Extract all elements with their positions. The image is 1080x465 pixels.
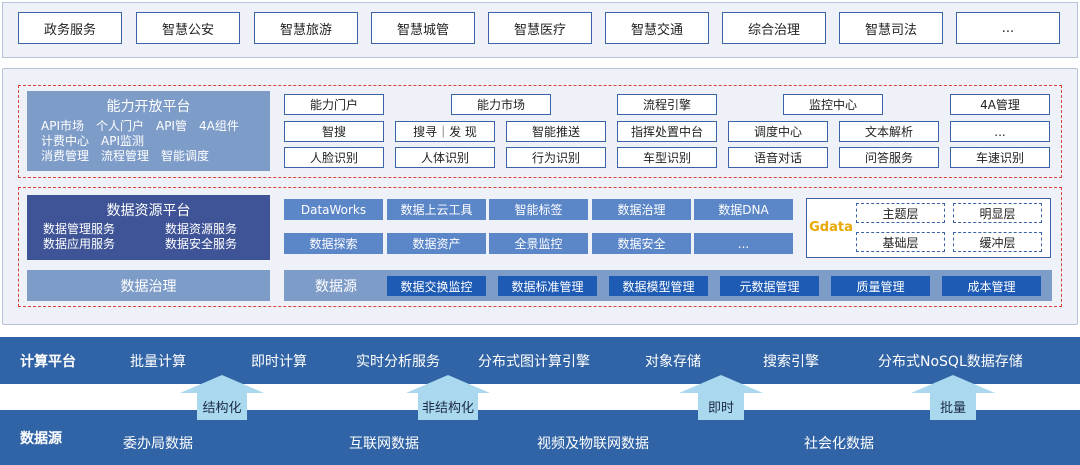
capability-line: 消费管理 流程管理 智能调度 bbox=[41, 149, 210, 163]
capability-cell[interactable]: 智能推送 bbox=[506, 121, 606, 142]
data-tool[interactable]: 数据探索 bbox=[284, 233, 383, 254]
capability-line: 计费中心 API监测 bbox=[41, 134, 144, 148]
capability-cell[interactable]: 行为识别 bbox=[506, 147, 606, 168]
capability-cell[interactable]: 车速识别 bbox=[950, 147, 1050, 168]
source-band bbox=[0, 410, 1080, 465]
capability-cell[interactable]: 监控中心 bbox=[783, 94, 883, 115]
data-resource-panel: 数据资源平台 数据管理服务 数据资源服务 数据应用服务 数据安全服务 bbox=[27, 195, 270, 260]
data-service: 数据资源服务 bbox=[165, 222, 238, 236]
data-tool[interactable]: 数据DNA bbox=[694, 199, 793, 220]
compute-item: 对象存储 bbox=[645, 354, 701, 370]
app-item[interactable]: 政务服务 bbox=[18, 12, 122, 44]
data-tool[interactable]: 数据治理 bbox=[592, 199, 691, 220]
compute-item: 搜索引擎 bbox=[763, 354, 819, 370]
compute-item: 实时分析服务 bbox=[356, 354, 440, 370]
gdata-layer[interactable]: 基础层 bbox=[856, 232, 945, 252]
governance-item[interactable]: 成本管理 bbox=[942, 276, 1041, 296]
arrow-up-icon bbox=[406, 375, 490, 393]
arrow-label: 即时 bbox=[698, 392, 744, 420]
arrow-up-icon bbox=[679, 375, 763, 393]
data-resource-title: 数据资源平台 bbox=[106, 203, 191, 219]
data-tool[interactable]: 数据上云工具 bbox=[387, 199, 486, 220]
app-item[interactable]: 智慧公安 bbox=[136, 12, 240, 44]
capability-cell[interactable]: 车型识别 bbox=[617, 147, 717, 168]
data-service: 数据应用服务 bbox=[43, 237, 116, 251]
data-tool[interactable]: 智能标签 bbox=[489, 199, 588, 220]
compute-item: 分布式NoSQL数据存储 bbox=[878, 354, 1023, 370]
governance-item[interactable]: 数据交换监控 bbox=[387, 276, 486, 296]
capability-cell[interactable]: 流程引擎 bbox=[617, 94, 717, 115]
source-item: 社会化数据 bbox=[804, 436, 874, 452]
capability-panel: 能力开放平台 API市场 个人门户 API管 4A组件 计费中心 API监测 消… bbox=[27, 91, 270, 171]
arrow-label: 结构化 bbox=[197, 392, 247, 420]
governance-item[interactable]: 元数据管理 bbox=[720, 276, 819, 296]
capability-cell[interactable]: 指挥处置中台 bbox=[617, 121, 717, 142]
gdata-layer[interactable]: 明显层 bbox=[953, 203, 1042, 223]
governance-item[interactable]: 数据模型管理 bbox=[609, 276, 708, 296]
capability-cell[interactable]: 问答服务 bbox=[839, 147, 939, 168]
capability-line: API市场 个人门户 API管 4A组件 bbox=[41, 119, 239, 133]
capability-cell[interactable]: 文本解析 bbox=[839, 121, 939, 142]
app-item[interactable]: 智慧医疗 bbox=[488, 12, 592, 44]
compute-item: 分布式图计算引擎 bbox=[478, 354, 590, 370]
data-tool[interactable]: DataWorks bbox=[284, 199, 383, 220]
capability-cell[interactable]: 人体识别 bbox=[395, 147, 495, 168]
capability-cell[interactable]: 语音对话 bbox=[728, 147, 828, 168]
capability-cell[interactable]: 人脸识别 bbox=[284, 147, 384, 168]
governance-item[interactable]: 数据标准管理 bbox=[498, 276, 597, 296]
app-item[interactable]: 智慧城管 bbox=[371, 12, 475, 44]
data-tool[interactable]: 数据资产 bbox=[387, 233, 486, 254]
capability-cell[interactable]: 4A管理 bbox=[950, 94, 1050, 115]
capability-cell[interactable]: 能力市场 bbox=[451, 94, 551, 115]
governance-item[interactable]: 质量管理 bbox=[831, 276, 930, 296]
data-tool[interactable]: 全景监控 bbox=[489, 233, 588, 254]
source-item: 视频及物联网数据 bbox=[537, 436, 649, 452]
capability-section bbox=[18, 85, 1062, 178]
gdata-layer[interactable]: 缓冲层 bbox=[953, 232, 1042, 252]
app-item[interactable]: ... bbox=[956, 12, 1060, 44]
compute-item: 批量计算 bbox=[130, 354, 186, 370]
data-tool[interactable]: 数据安全 bbox=[592, 233, 691, 254]
gdata-layer[interactable]: 主题层 bbox=[856, 203, 945, 223]
capability-cell[interactable]: 调度中心 bbox=[728, 121, 828, 142]
source-item: 委办局数据 bbox=[123, 436, 193, 452]
compute-item: 即时计算 bbox=[251, 354, 307, 370]
capability-cell[interactable]: ... bbox=[950, 121, 1050, 142]
data-service: 数据安全服务 bbox=[165, 237, 238, 251]
app-item[interactable]: 智慧司法 bbox=[839, 12, 943, 44]
capability-cell[interactable]: 智搜 bbox=[284, 121, 384, 142]
data-resource-section bbox=[18, 187, 1062, 307]
app-item[interactable]: 智慧旅游 bbox=[254, 12, 358, 44]
governance-source-label: 数据源 bbox=[315, 278, 357, 295]
capability-cell[interactable]: 能力门户 bbox=[284, 94, 384, 115]
app-item[interactable]: 智慧交通 bbox=[605, 12, 709, 44]
gdata-label: Gdata bbox=[809, 219, 853, 235]
source-label: 数据源 bbox=[20, 431, 62, 447]
arrow-label: 非结构化 bbox=[418, 392, 478, 420]
compute-label: 计算平台 bbox=[20, 354, 76, 370]
arrow-up-icon bbox=[911, 375, 995, 393]
data-service: 数据管理服务 bbox=[43, 222, 116, 236]
governance-title: 数据治理 bbox=[27, 270, 270, 301]
capability-title: 能力开放平台 bbox=[106, 99, 191, 115]
app-item[interactable]: 综合治理 bbox=[722, 12, 826, 44]
arrow-up-icon bbox=[180, 375, 264, 393]
source-item: 互联网数据 bbox=[349, 436, 419, 452]
arrow-label: 批量 bbox=[930, 392, 976, 420]
capability-cell[interactable]: 搜寻｜发 现 bbox=[395, 121, 495, 142]
data-tool[interactable]: ... bbox=[694, 233, 793, 254]
